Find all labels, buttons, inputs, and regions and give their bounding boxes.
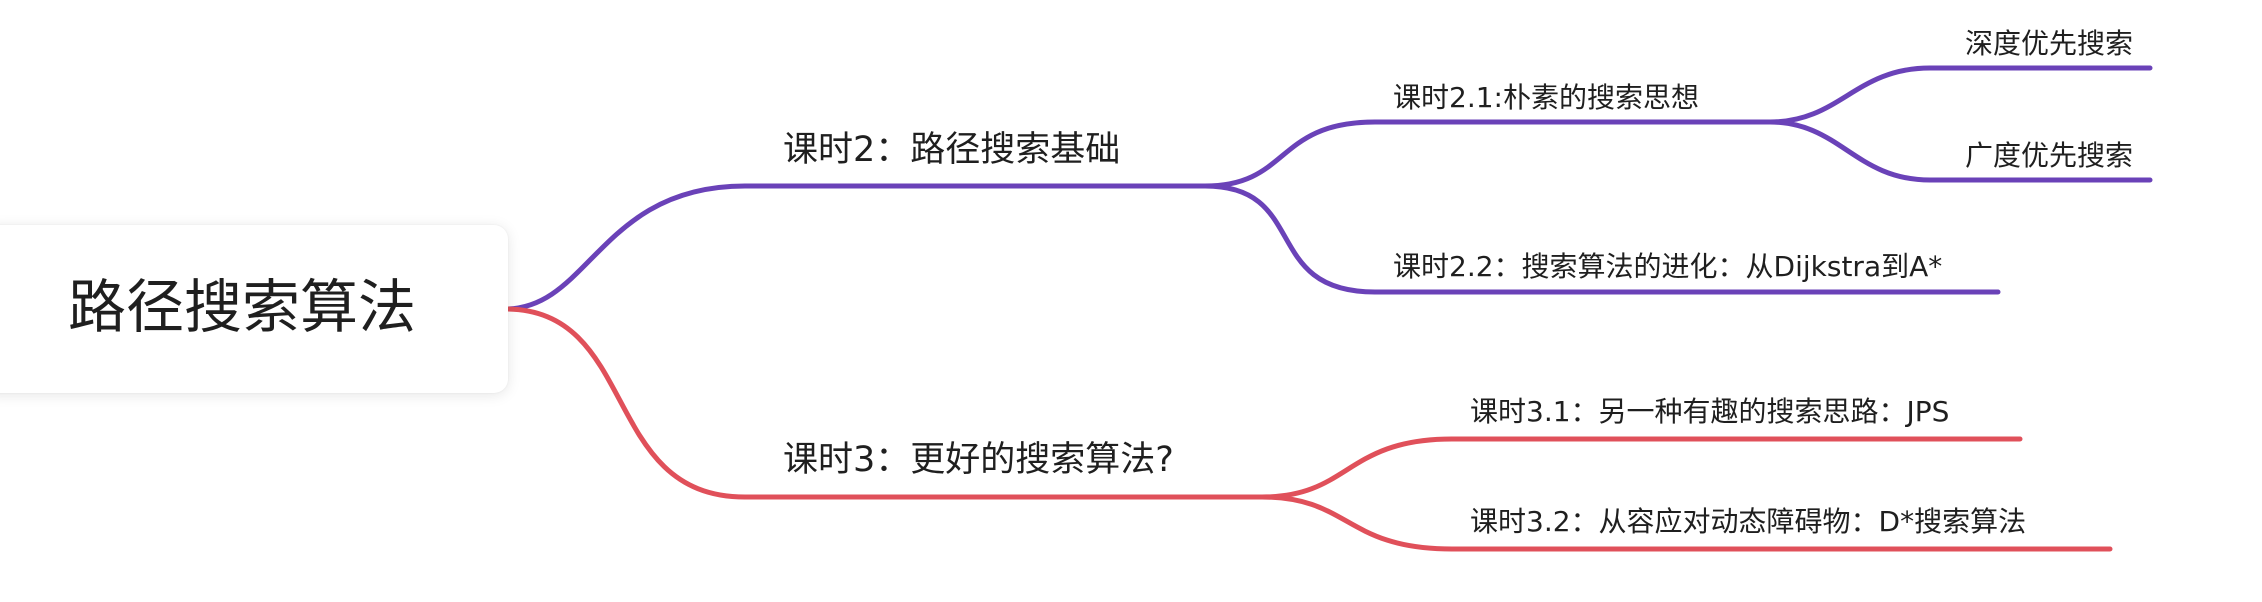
node-lesson3-1[interactable]: 课时3.1：另一种有趣的搜索思路：JPS: [1470, 395, 1950, 428]
connector-lesson3-to-3-1: [1259, 436, 1455, 500]
node-lesson3[interactable]: 课时3：更好的搜索算法?: [783, 440, 1174, 480]
connector-lesson2-to-2-2: [1202, 183, 1378, 295]
node-lesson2[interactable]: 课时2：路径搜索基础: [783, 130, 1121, 170]
connector-root-to-lesson3: [502, 306, 748, 500]
node-bfs[interactable]: 广度优先搜索: [1965, 139, 2134, 172]
connector-2-1-to-bfs: [1767, 119, 1933, 183]
node-lesson3-2[interactable]: 课时3.2：从容应对动态障碍物：D*搜索算法: [1470, 505, 2027, 538]
connector-2-1-to-dfs: [1767, 65, 1933, 125]
node-lesson2-1[interactable]: 课时2.1:朴素的搜索思想: [1393, 81, 1699, 114]
node-dfs[interactable]: 深度优先搜索: [1965, 27, 2134, 60]
node-lesson2-2[interactable]: 课时2.2：搜索算法的进化：从Dijkstra到A*: [1393, 250, 1943, 283]
root-node-card[interactable]: [0, 225, 508, 393]
connector-lesson3-to-3-2: [1259, 494, 1455, 552]
connector-lesson2-to-2-1: [1202, 119, 1378, 189]
connector-root-to-lesson2: [502, 183, 748, 312]
root-node-label: 路径搜索算法: [68, 273, 417, 341]
